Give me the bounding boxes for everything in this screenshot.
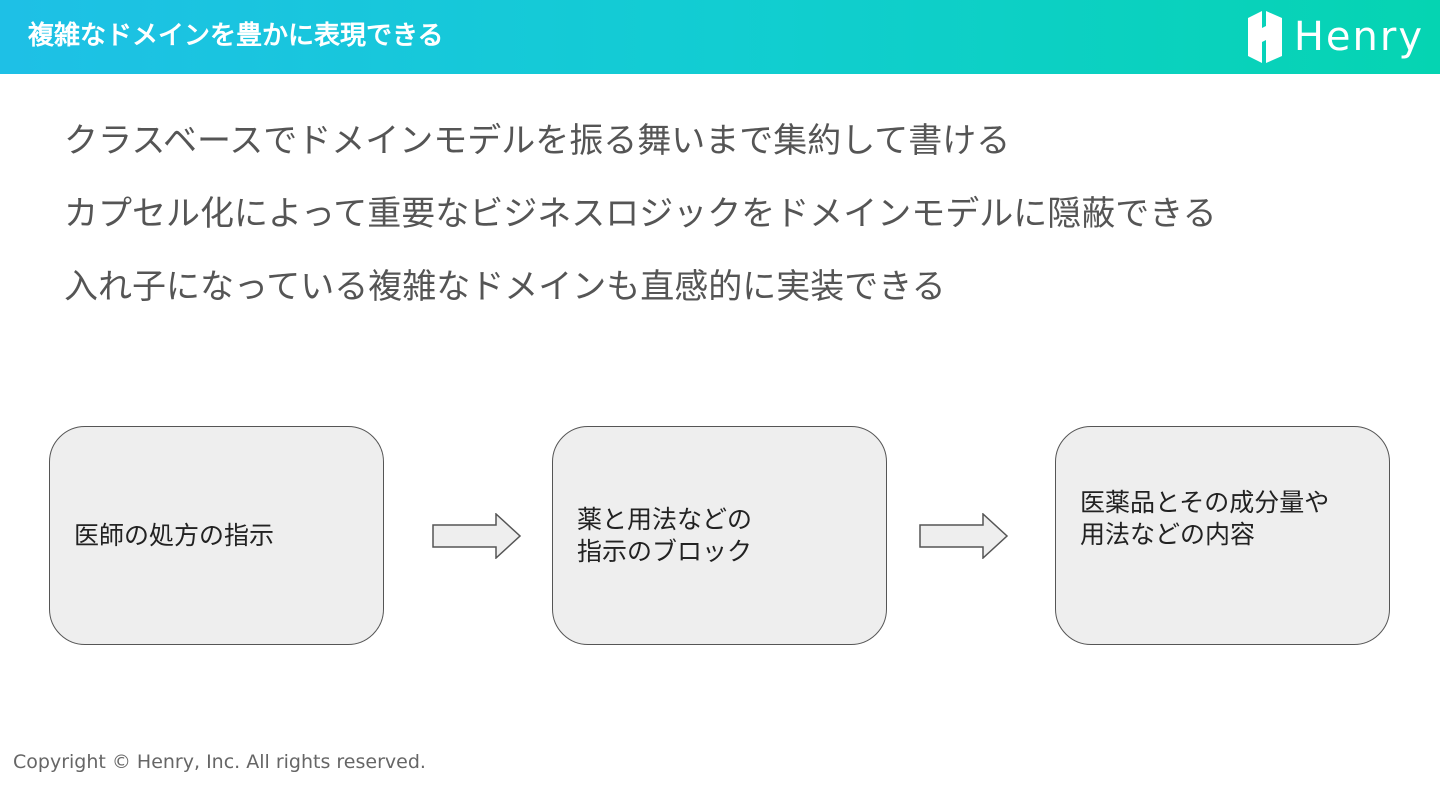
right-arrow-icon — [919, 513, 1009, 559]
copyright-footer: Copyright © Henry, Inc. All rights reser… — [13, 751, 426, 773]
flow-box-prescription: 医師の処方の指示 — [49, 426, 384, 645]
bullet-item: 入れ子になっている複雑なドメインも直感的に実装できる — [64, 267, 946, 307]
bullet-item: クラスベースでドメインモデルを振る舞いまで集約して書ける — [64, 121, 1011, 161]
bullet-list: クラスベースでドメインモデルを振る舞いまで集約して書ける カプセル化によって重要… — [64, 105, 1217, 324]
henry-logo-text: Henry — [1293, 14, 1424, 60]
flow-box-block: 薬と用法などの 指示のブロック — [552, 426, 887, 645]
henry-logo-icon — [1247, 11, 1282, 63]
slide-title: 複雑なドメインを豊かに表現できる — [28, 21, 444, 51]
bullet-item: カプセル化によって重要なビジネスロジックをドメインモデルに隠蔽できる — [64, 194, 1217, 234]
henry-logo: Henry — [1246, 8, 1424, 66]
header-bar: 複雑なドメインを豊かに表現できる Henry — [0, 0, 1440, 74]
right-arrow-icon — [432, 513, 522, 559]
flow-box-content: 医薬品とその成分量や 用法などの内容 — [1055, 426, 1390, 645]
